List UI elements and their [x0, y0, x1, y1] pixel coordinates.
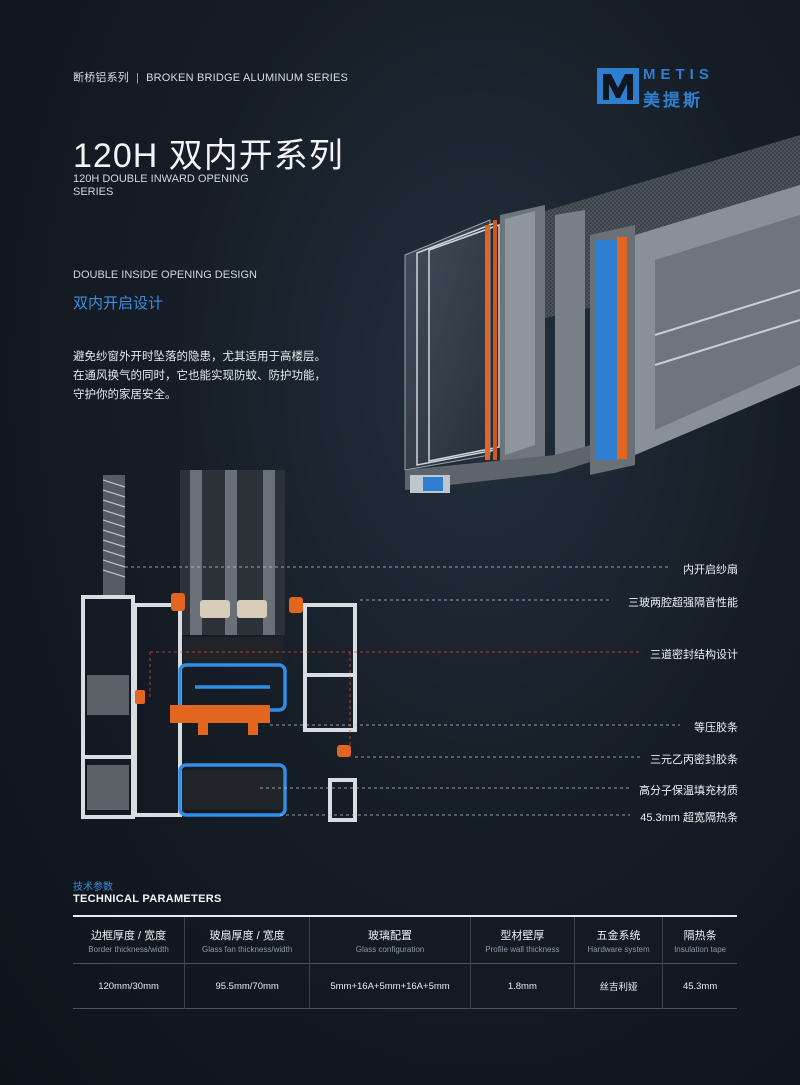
callout-pressure-strip: 等压胶条	[694, 722, 738, 734]
profile-cross-section	[81, 470, 357, 822]
table-cell: 丝吉利娅	[573, 963, 663, 1009]
logo-m-icon	[597, 68, 639, 104]
design-description: 避免纱窗外开时坠落的隐患，尤其适用于高楼层。 在通风换气的同时，它也能实现防蚊、…	[73, 348, 363, 405]
brand-en: METIS	[643, 66, 714, 83]
callout-polymer-fill: 高分子保温填充材质	[639, 785, 738, 797]
table-cell: 5mm+16A+5mm+16A+5mm	[309, 963, 471, 1009]
polymer-fill	[183, 637, 283, 663]
frame-mullion	[555, 210, 585, 465]
table-cell: 45.3mm	[662, 963, 737, 1009]
triple-glass	[180, 470, 285, 635]
brand-cn: 美提斯	[643, 91, 703, 110]
callout-triple-glass: 三玻两腔超强隔音性能	[628, 597, 738, 609]
tech-title-en: TECHNICAL PARAMETERS	[73, 893, 222, 905]
screen-mesh-section	[102, 475, 126, 595]
callout-triple-seal: 三道密封结构设计	[650, 649, 738, 661]
window-3d-render	[404, 135, 800, 493]
callout-insulation-strip: 45.3mm 超宽隔热条	[640, 812, 738, 824]
table-cell: 95.5mm/70mm	[184, 963, 310, 1009]
brand-logo: METIS 美提斯	[597, 66, 737, 110]
table-cell: 120mm/30mm	[98, 980, 159, 992]
table-cell: 1.8mm	[469, 963, 575, 1009]
page-title: 120H 双内开系列	[73, 137, 344, 175]
callout-epdm-seal: 三元乙丙密封胶条	[650, 754, 738, 766]
epdm-seal	[135, 593, 351, 757]
desc-line: 避免纱窗外开时坠落的隐患，尤其适用于高楼层。	[73, 351, 326, 363]
series-en: BROKEN BRIDGE ALUMINUM SERIES	[146, 72, 349, 84]
desc-line: 守护你的家居安全。	[73, 389, 177, 401]
design-title-cn: 双内开启设计	[73, 295, 164, 312]
series-cn: 断桥铝系列	[73, 72, 129, 84]
table-row: 120mm/30mm 95.5mm/70mm 5mm+16A+5mm+16A+5…	[73, 963, 737, 1009]
bottom-sill	[405, 430, 645, 490]
thermal-strip	[485, 225, 490, 460]
series-label: 断桥铝系列 | BROKEN BRIDGE ALUMINUM SERIES	[73, 69, 348, 85]
design-title-en: DOUBLE INSIDE OPENING DESIGN	[73, 269, 257, 281]
tech-title-cn: 技术参数	[73, 882, 113, 893]
page-subtitle: 120H DOUBLE INWARD OPENING SERIES	[73, 173, 249, 198]
desc-line: 在通风换气的同时，它也能实现防蚊、防护功能，	[73, 370, 326, 382]
series-separator: |	[136, 72, 140, 84]
callout-screen-sash: 内开启纱扇	[683, 564, 738, 576]
